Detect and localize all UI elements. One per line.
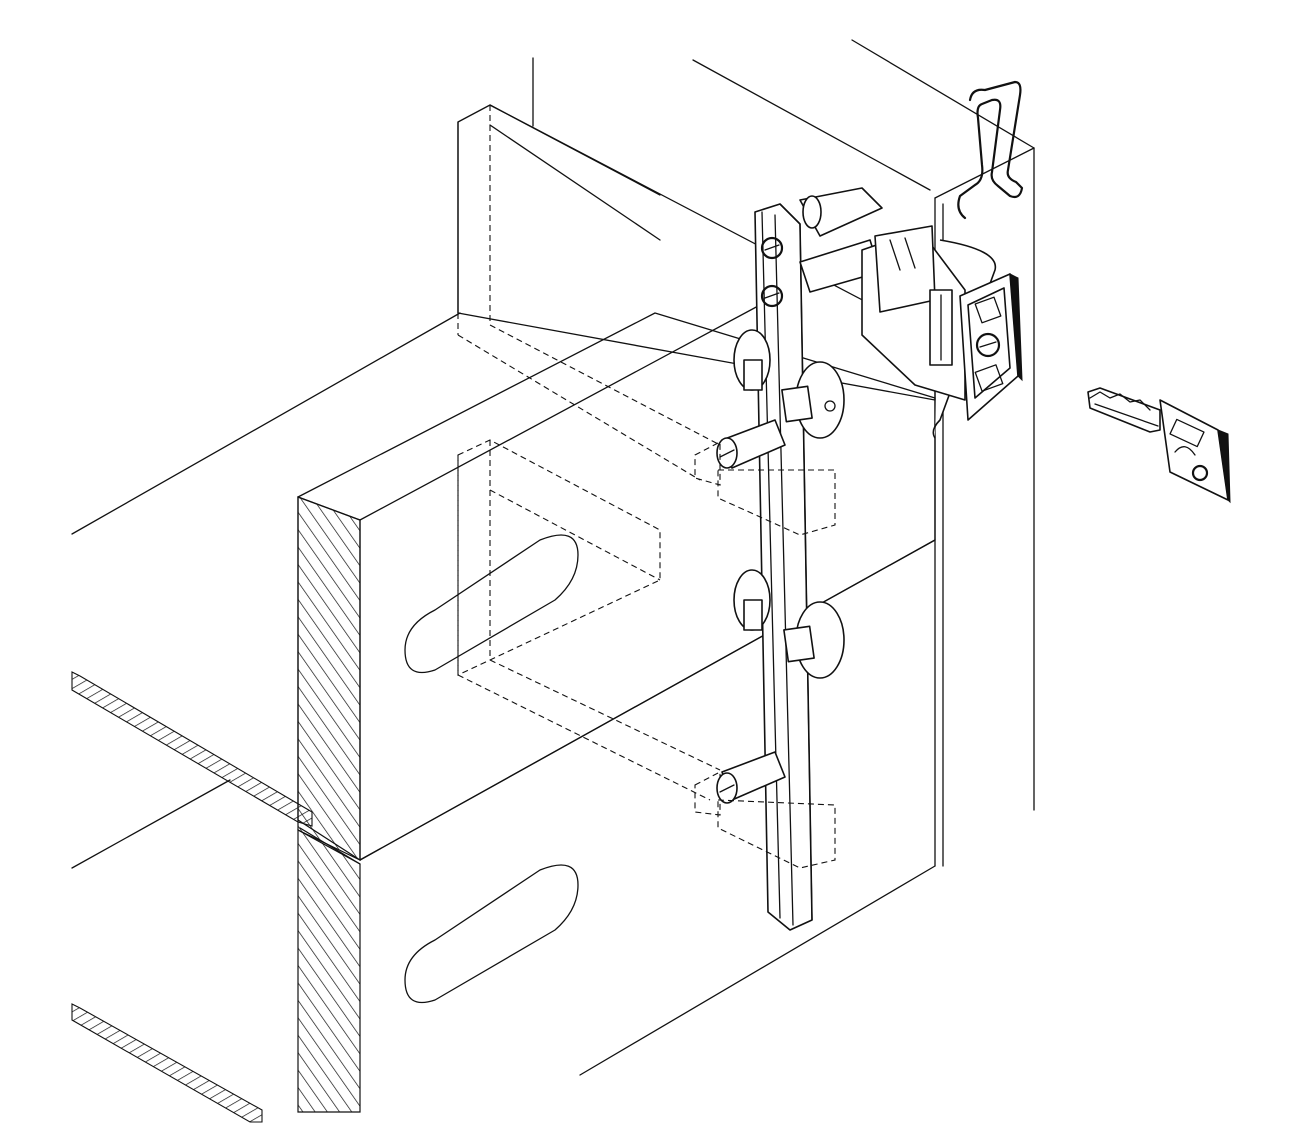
upper-handle-slot [404, 534, 579, 674]
panel-section-hatch [297, 496, 361, 861]
lower-handle-slot [404, 864, 579, 1004]
lock-body-icon [861, 225, 1023, 439]
lower-drawer-front [297, 771, 721, 1113]
shelf-lower [71, 1003, 263, 1123]
bar-screw-top [760, 236, 784, 260]
spring-clip-icon [957, 80, 1024, 220]
shelf-upper [71, 671, 313, 827]
key-icon [1087, 387, 1231, 504]
bar-screw-second [760, 284, 784, 308]
cabinet-frame [71, 39, 1035, 1076]
locking-bar [694, 187, 883, 931]
lower-panel-section-hatch [297, 828, 361, 1113]
lock-keyway [975, 332, 1001, 358]
shelves [71, 671, 313, 1123]
